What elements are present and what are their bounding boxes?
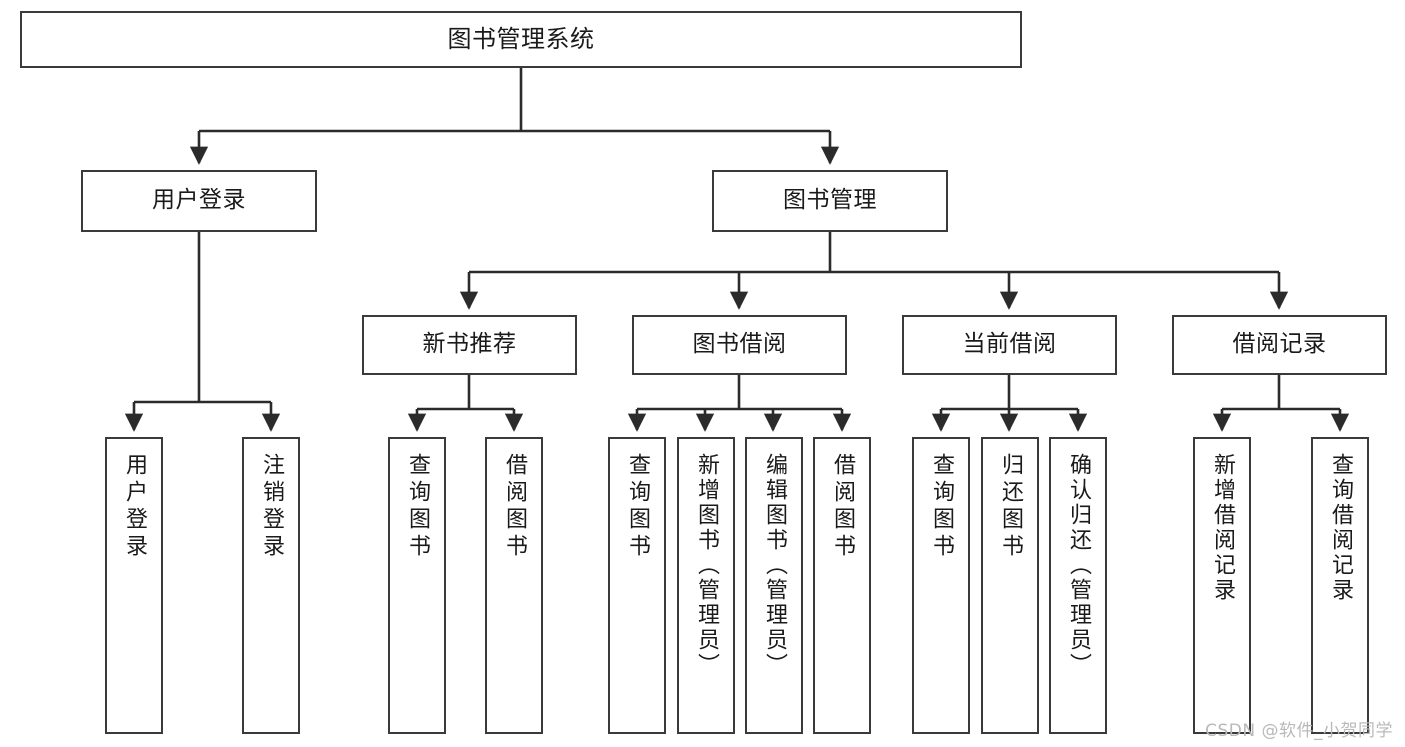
node-label: 查询图书 [405, 453, 430, 561]
node-label: 编辑图书（管理员） [762, 453, 787, 678]
leaf-user-login-logout[interactable]: 注销登录 [242, 437, 300, 734]
node-label: 用户登录 [122, 453, 147, 561]
node-label: 确认归还（管理员） [1066, 453, 1091, 678]
node-label: 借阅图书 [502, 453, 527, 561]
leaf-borrow-add-book-admin[interactable]: 新增图书（管理员） [677, 437, 735, 734]
leaf-record-query-record[interactable]: 查询借阅记录 [1311, 437, 1369, 734]
leaf-current-confirm-return-admin[interactable]: 确认归还（管理员） [1049, 437, 1107, 734]
node-label: 新书推荐 [422, 331, 517, 358]
node-book-borrow[interactable]: 图书借阅 [632, 315, 847, 375]
node-label: 归还图书 [998, 453, 1023, 561]
node-current-borrow[interactable]: 当前借阅 [902, 315, 1117, 375]
node-label: 新增图书（管理员） [694, 453, 719, 678]
node-label: 查询借阅记录 [1328, 453, 1353, 603]
watermark-text: CSDN @软件_小贺同学 [1205, 721, 1393, 741]
leaf-user-login-login[interactable]: 用户登录 [105, 437, 163, 734]
node-label: 注销登录 [259, 453, 284, 561]
node-label: 借阅记录 [1232, 331, 1327, 358]
node-label: 用户登录 [152, 187, 246, 214]
node-root-system[interactable]: 图书管理系统 [20, 11, 1022, 68]
node-user-login[interactable]: 用户登录 [81, 170, 317, 232]
leaf-borrow-query-book[interactable]: 查询图书 [608, 437, 666, 734]
leaf-borrow-edit-book-admin[interactable]: 编辑图书（管理员） [745, 437, 803, 734]
node-label: 查询图书 [625, 453, 650, 561]
leaf-record-add-record[interactable]: 新增借阅记录 [1193, 437, 1251, 734]
leaf-recommend-borrow-book[interactable]: 借阅图书 [485, 437, 543, 734]
leaf-recommend-query-book[interactable]: 查询图书 [388, 437, 446, 734]
node-borrow-record[interactable]: 借阅记录 [1172, 315, 1387, 375]
node-label: 图书管理系统 [447, 25, 595, 54]
node-label: 当前借阅 [962, 331, 1057, 358]
node-label: 图书借阅 [692, 331, 787, 358]
leaf-borrow-borrow-book[interactable]: 借阅图书 [813, 437, 871, 734]
leaf-current-return-book[interactable]: 归还图书 [981, 437, 1039, 734]
node-label: 图书管理 [783, 187, 877, 214]
node-book-management[interactable]: 图书管理 [712, 170, 948, 232]
node-label: 借阅图书 [830, 453, 855, 561]
node-new-book-recommend[interactable]: 新书推荐 [362, 315, 577, 375]
node-label: 查询图书 [929, 453, 954, 561]
leaf-current-query-book[interactable]: 查询图书 [912, 437, 970, 734]
node-label: 新增借阅记录 [1210, 453, 1235, 603]
